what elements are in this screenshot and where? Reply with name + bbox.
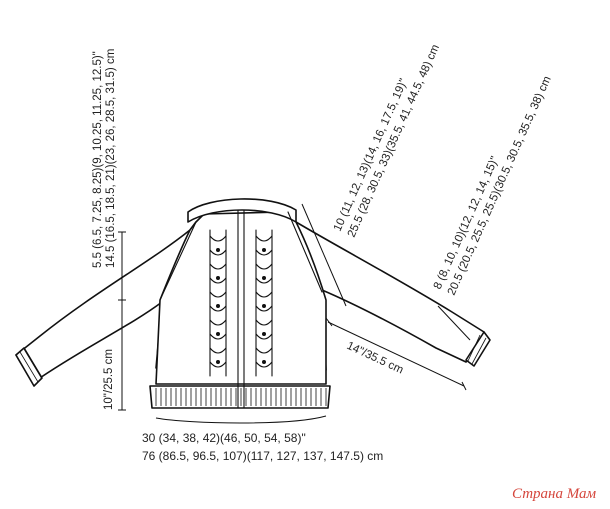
cable-chevron — [255, 333, 273, 340]
cuff-rib-line — [467, 334, 481, 362]
cable-bobble — [262, 304, 266, 308]
cable-chevron — [255, 305, 273, 312]
bust-dimension — [155, 415, 327, 424]
sleeve-length-dimension — [327, 321, 465, 387]
cable-chevron — [255, 235, 273, 242]
cable-chevron — [209, 291, 227, 298]
bust-cm-label: 76 (86.5, 96.5, 107)(117, 127, 137, 147.… — [142, 449, 383, 463]
cable-chevron — [209, 235, 227, 242]
rib-lines — [19, 334, 487, 406]
cable-pattern — [209, 235, 273, 368]
cable-bobble — [262, 276, 266, 280]
cable-chevron — [255, 277, 273, 284]
raglan-cm-label: 25.5 (28, 30.5, 33)(35.5, 41, 44.5, 48) … — [346, 43, 442, 239]
shoulder-depth-cm-label: 14.5 (16.5, 18.5, 21)(23, 26, 28.5, 31.5… — [105, 49, 117, 268]
tick — [325, 317, 333, 327]
cardigan-drawing — [15, 198, 491, 409]
cable-bobble — [216, 332, 220, 336]
cable-bobble — [216, 276, 220, 280]
hem-ribbing — [149, 385, 331, 409]
cable-bobble — [216, 360, 220, 364]
cable-chevron — [209, 347, 227, 354]
cable-chevron — [209, 361, 227, 368]
cable-bobble — [262, 332, 266, 336]
raglan-dimension — [301, 203, 347, 307]
cable-chevron — [209, 249, 227, 256]
cable-chevron — [255, 347, 273, 354]
cable-chevron — [209, 333, 227, 340]
dimension-lines — [118, 203, 471, 424]
cable-chevron — [255, 319, 273, 326]
cable-chevron — [255, 249, 273, 256]
sleeve-length-label: 14"/35.5 cm — [345, 340, 405, 377]
body-length-label: 10"/25.5 cm — [103, 349, 115, 410]
cable-chevron — [255, 361, 273, 368]
raglan-inches-label: 10 (11, 12, 13)(14, 16, 17.5, 19)" — [332, 77, 410, 233]
cable-chevron — [255, 291, 273, 298]
cable-bobble — [216, 304, 220, 308]
cable-bobble — [262, 248, 266, 252]
right-cuff — [465, 331, 491, 367]
cuff-rib-line — [471, 337, 487, 365]
watermark: Страна Мам — [512, 486, 597, 502]
left-raglan-seam — [159, 221, 197, 301]
upper-arm-cm-label: 20.5 (20.5, 25.5, 25.5)(30.5, 30.5, 35.5… — [446, 74, 554, 297]
shoulder-depth-inches-label: 5.5 (6.5, 7.25, 8.25)(9, 10.25, 11.25, 1… — [92, 51, 104, 268]
collar — [187, 198, 297, 223]
cable-chevron — [209, 319, 227, 326]
cuff-rib-line — [19, 351, 39, 383]
cable-chevron — [209, 277, 227, 284]
cuff-rib-line — [23, 348, 43, 380]
tick — [461, 381, 467, 391]
cable-chevron — [209, 305, 227, 312]
upper-arm-dimension — [437, 305, 471, 341]
cable-bobble — [262, 360, 266, 364]
cable-chevron — [209, 263, 227, 270]
cable-bobble — [216, 248, 220, 252]
bust-inches-label: 30 (34, 38, 42)(46, 50, 54, 58)" — [142, 431, 306, 445]
right-raglan-seam — [287, 211, 323, 293]
cable-chevron — [255, 263, 273, 270]
